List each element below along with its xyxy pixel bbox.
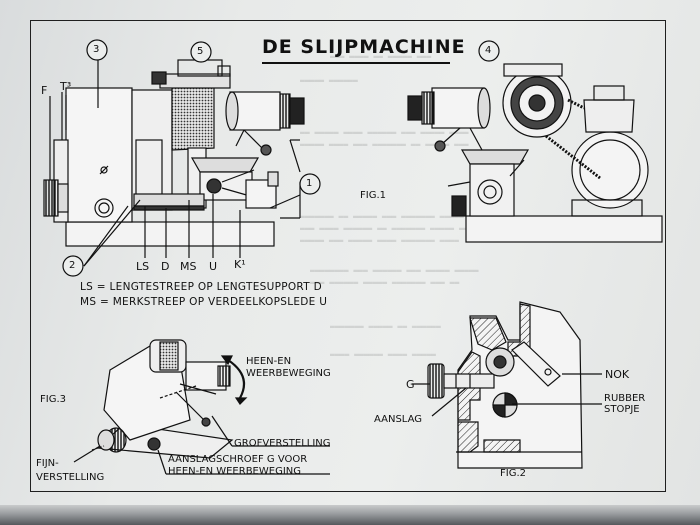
show-through-text: ▬▬▬ ▬▬▬▬ ▬▬▬▬▬▬ ▬▬ ▬▬▬▬▬▬▬ ▬▬▬▬▬ ▬▬▬ <box>300 224 474 233</box>
fig3-caption: FIG.3 <box>40 394 66 405</box>
show-through-text: ▬▬▬▬▬ ▬▬▬ ▬▬▬▬▬ ▬▬▬▬ ▬▬▬▬▬▬▬ ▬▬▬▬ <box>300 236 459 245</box>
fig3-diagram <box>73 339 330 475</box>
label-stopje: STOPJE <box>604 404 640 415</box>
page-border <box>30 20 666 492</box>
show-through-text: ▬▬▬ ▬▬▬▬ ▬▬ ▬▬▬▬▬ ▬▬▬ <box>330 52 432 61</box>
callout-4 <box>478 40 500 62</box>
page-edge <box>0 505 700 525</box>
callout-5 <box>190 41 212 63</box>
callout-label-5: 5 <box>197 46 204 57</box>
label-heen-en-weerbeweging: HEEN-EN WEERBEWEGING <box>168 466 302 477</box>
label-grofverstelling: GROFVERSTELLING <box>234 438 331 449</box>
fig2-diagram <box>412 301 602 469</box>
callout-label-4: 4 <box>485 45 492 56</box>
label-weerbeweging: WEERBEWEGING <box>246 368 331 379</box>
label-heen-en: HEEN-EN <box>246 356 292 367</box>
callout-label-1: 1 <box>306 178 313 189</box>
show-through-text: ▬▬▬▬▬▬▬ ▬▬▬▬▬ ▬▬ ▬▬▬▬▬▬ <box>330 322 441 331</box>
label-F: F <box>41 84 48 97</box>
show-through-text: ▬▬▬▬▬▬▬▬ ▬▬▬ ▬▬▬▬▬▬ ▬▬▬ ▬▬▬▬▬ ▬▬▬▬▬ <box>310 266 479 275</box>
label-aanslag: AANSLAG <box>374 414 423 425</box>
label-D: D <box>161 260 170 273</box>
show-through-text: ▬▬▬▬▬ ▬▬▬▬ ▬▬▬ ▬▬▬▬▬▬▬ ▬▬ ▬▬▬▬▬ ▬▬▬ <box>300 140 469 149</box>
label-K1: K¹ <box>234 258 246 271</box>
show-through-text: ▬▬▬▬▬ ▬▬▬▬▬▬ <box>300 76 358 85</box>
show-through-text: ▬▬ ▬▬▬▬▬ ▬▬▬▬ ▬▬▬▬▬▬ ▬▬▬ ▬▬▬▬▬ ▬▬▬▬ <box>300 128 469 137</box>
callout-label-2: 2 <box>69 260 76 271</box>
fig1-machine-right <box>407 63 663 243</box>
label-LS: LS <box>136 260 150 273</box>
label-U: U <box>209 260 218 273</box>
label-rubber: RUBBER <box>604 393 646 404</box>
label-fijn: FIJN- <box>36 458 59 469</box>
legend-line-1: LS = LENGTESTREEP OP LENGTESUPPORT D <box>80 281 322 293</box>
label-nok: NOK <box>605 368 630 381</box>
show-through-text: ▬▬▬ ▬▬▬▬▬▬ ▬▬▬▬▬ ▬▬▬▬▬▬▬ ▬▬▬ ▬▬ <box>310 278 460 287</box>
legend-line-2: MS = MERKSTREEP OP VERDEELKOPSLEDE U <box>80 296 328 308</box>
title-underline <box>262 62 450 64</box>
fig2-caption: FIG.2 <box>500 468 526 479</box>
show-through-text: ▬▬▬▬▬▬▬ ▬▬ ▬▬▬▬▬ ▬▬▬ ▬▬▬▬▬▬▬ ▬▬▬▬▬ ▬▬▬▬ <box>300 212 488 221</box>
label-T3: T³ <box>60 80 72 93</box>
label-MS: MS <box>180 260 197 273</box>
callout-3 <box>86 39 108 61</box>
callout-1 <box>299 173 321 195</box>
manual-page <box>0 0 700 512</box>
callout-label-3: 3 <box>93 44 100 55</box>
callout-2 <box>62 255 84 277</box>
show-through-text: ▬▬▬▬ ▬▬▬▬▬▬ ▬▬▬▬ ▬▬▬▬▬ <box>330 350 436 359</box>
label-aanslagschroef: AANSLAGSCHROEF G VOOR <box>168 454 308 465</box>
label-verstelling: VERSTELLING <box>36 472 105 483</box>
fig1-machine-left <box>43 52 305 267</box>
page-title: DE SLIJPMACHINE <box>262 36 466 58</box>
fig1-caption: FIG.1 <box>360 190 386 201</box>
label-G: G <box>406 378 415 391</box>
